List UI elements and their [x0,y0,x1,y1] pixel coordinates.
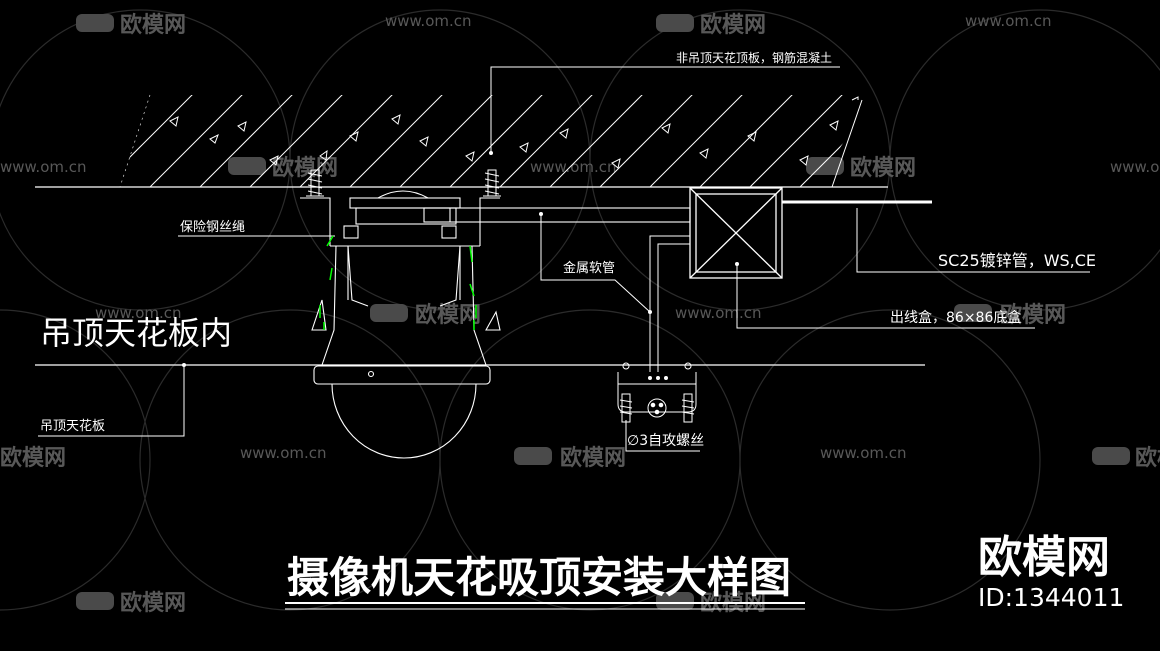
watermark-brand: 欧模网 [0,445,66,471]
label-flex-conduit: 金属软管 [563,260,615,276]
label-concrete-slab: 非吊顶天花顶板，钢筋混凝土 [676,50,832,65]
label-ceiling-void: 吊顶天花板内 [40,314,232,352]
dome-camera [300,190,691,459]
watermark-brand: 欧模网 [560,445,626,471]
watermark-brand-texts: 欧模网 欧模网 欧模网 欧模网 欧模网 欧模网 欧模网 欧模网 欧模网 欧模网 … [0,12,1160,616]
sofa-logo-icon [806,157,844,175]
label-ceiling-board: 吊顶天花板 [40,418,105,434]
watermark-brand: 欧模网 [700,12,766,38]
label-junction-box: 出线盒，86×86底盒 [890,309,1021,326]
watermark-url: www.om.cn [385,12,472,30]
label-screw: ∅3自攻螺丝 [627,433,704,449]
leader-dots [182,151,739,367]
watermark-brand: 欧模网 [415,302,481,328]
watermark-url-texts: www.om.cn www.om.cn www.om.cn www.om.cn … [0,12,1160,462]
mounting-plate [617,362,697,423]
concrete-slab [119,94,863,188]
watermark-brand: 欧模网 [120,590,186,616]
watermark-url: www.om.cn [240,444,327,462]
safety-wire [319,235,477,330]
watermark-brand: 欧模网 [1000,302,1066,328]
drawing-title: 摄像机天花吸顶安装大样图 [287,553,791,602]
watermark-layer [0,9,1160,611]
flexible-conduit [649,235,690,372]
label-safety-wire: 保险钢丝绳 [180,220,245,235]
watermark-brand: 欧模网 [1135,445,1160,471]
sofa-logo-icon [954,304,992,322]
watermark-url: www.om.cn [965,12,1052,30]
anchor-screw-right [483,169,501,197]
sofa-logo-icon [76,592,114,610]
leader-lines [38,66,1090,452]
brand-id-text: ID:1344011 [978,583,1124,612]
watermark-url: www.om.cn [1110,158,1160,176]
label-conduit: SC25镀锌管，WS,CE [938,251,1096,270]
sofa-logo-icon [656,14,694,32]
terminal-dots [648,376,668,380]
annotation-labels: 非吊顶天花顶板，钢筋混凝土 保险钢丝绳 金属软管 SC25镀锌管，WS,CE 出… [40,50,1096,449]
brand-logo-text: 欧模网 [978,532,1110,583]
sofa-logo-icon [370,304,408,322]
junction-box [689,187,783,279]
watermark-url: www.om.cn [0,158,87,176]
watermark-logo-icons [76,14,1130,610]
sofa-logo-icon [656,592,694,610]
sofa-logo-icon [228,157,266,175]
watermark-brand: 欧模网 [120,12,186,38]
sofa-logo-icon [514,447,552,465]
watermark-url: www.om.cn [675,304,762,322]
anchor-screw-left [306,169,324,197]
watermark-url: www.om.cn [530,158,617,176]
sofa-logo-icon [1092,447,1130,465]
sofa-logo-icon [76,14,114,32]
watermark-url: www.om.cn [820,444,907,462]
watermark-brand: 欧模网 [850,155,916,181]
watermark-url: www.om.cn [95,304,182,322]
